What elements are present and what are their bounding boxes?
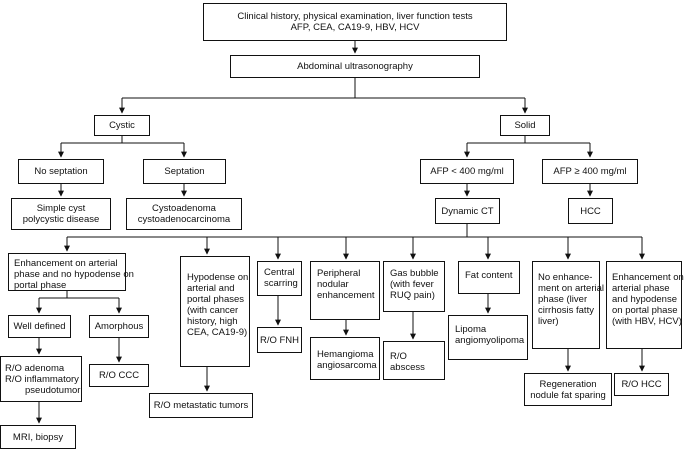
node-hypodense: Hypodense on arterial and portal phases … — [180, 256, 250, 367]
node-amorphous: Amorphous — [89, 315, 149, 338]
node-ro-metastatic-label: R/O metastatic tumors — [153, 400, 249, 411]
node-enhancement-arterial-line-1: Enhancement on arterial — [14, 258, 118, 269]
node-enhancement-hypodense-line-5: (with HBV, HCV) — [612, 316, 682, 327]
node-ro-adenoma: R/O adenoma R/O inflammatory pseudotumor — [0, 356, 82, 402]
node-enhancement-arterial-line-2: phase and no hypodense on — [14, 269, 134, 280]
node-enhancement-hypodense-line-4: on portal phase — [612, 305, 678, 316]
node-afp-high: AFP ≥ 400 mg/ml — [542, 159, 638, 184]
node-no-enhancement-line-5: liver) — [538, 316, 559, 327]
node-ro-adenoma-line-2: R/O inflammatory — [5, 373, 79, 385]
node-enhancement-hypodense: Enhancement on arterial phase and hypode… — [606, 261, 684, 349]
node-hypodense-line-5: history, high — [187, 316, 238, 327]
node-hemangioma-line-2: angiosarcoma — [317, 360, 377, 371]
node-no-enhancement-line-4: cirrhosis fatty — [538, 305, 594, 316]
node-peripheral-enhancement-line-1: Peripheral — [317, 268, 361, 279]
node-ro-abscess-line-1: R/O — [390, 351, 407, 362]
node-hypodense-line-3: portal phases — [187, 294, 245, 305]
node-regeneration-line-2: nodule fat sparing — [530, 389, 606, 401]
node-lipoma-line-1: Lipoma — [455, 324, 487, 335]
node-well-defined: Well defined — [8, 315, 71, 338]
node-central-scarring-line-1: Central — [264, 267, 295, 278]
node-central-scarring: Central scarring — [257, 261, 302, 296]
node-afp-low: AFP < 400 mg/ml — [420, 159, 514, 184]
node-hcc-label: HCC — [580, 205, 601, 217]
node-cystoadenoma-line-2: cystoadenocarcinoma — [137, 214, 231, 225]
node-mri-biopsy-label: MRI, biopsy — [12, 431, 64, 443]
node-lipoma-line-2: angiomyolipoma — [455, 335, 525, 346]
node-no-enhancement: No enhance- ment on arterial phase (live… — [532, 261, 604, 349]
node-fat-content: Fat content — [458, 261, 520, 294]
node-ro-adenoma-line-1: R/O adenoma — [5, 362, 65, 374]
node-no-septation: No septation — [18, 159, 104, 184]
node-amorphous-label: Amorphous — [94, 321, 144, 332]
node-dynamic-ct-label: Dynamic CT — [441, 205, 494, 217]
node-abdominal-ultrasonography: Abdominal ultrasonography — [230, 55, 480, 78]
node-clinical-history-line-2: AFP, CEA, CA19-9, HBV, HCV — [290, 22, 420, 33]
node-peripheral-enhancement-line-2: nodular — [317, 279, 349, 290]
node-ro-ccc: R/O CCC — [89, 364, 149, 387]
node-simple-cyst-line-2: polycystic disease — [22, 214, 100, 225]
node-ro-hcc-label: R/O HCC — [621, 379, 662, 390]
node-cystic-label: Cystic — [109, 120, 135, 131]
node-dynamic-ct: Dynamic CT — [435, 198, 500, 224]
node-simple-cyst: Simple cyst polycystic disease — [11, 198, 111, 230]
node-abdominal-ultrasonography-label: Abdominal ultrasonography — [297, 61, 413, 72]
node-septation-label: Septation — [164, 166, 205, 177]
node-hypodense-line-1: Hypodense on — [187, 272, 249, 283]
node-ro-fnh-label: R/O FNH — [259, 334, 300, 346]
node-enhancement-arterial-line-3: portal phase — [14, 280, 67, 291]
node-simple-cyst-line-1: Simple cyst — [36, 203, 86, 214]
node-enhancement-hypodense-line-3: and hypodense — [612, 294, 677, 305]
node-septation: Septation — [143, 159, 226, 184]
node-cystoadenoma: Cystoadenoma cystoadenocarcinoma — [126, 198, 242, 230]
node-afp-high-label: AFP ≥ 400 mg/ml — [553, 166, 627, 177]
node-ro-abscess: R/O abscess — [383, 341, 445, 380]
node-hcc: HCC — [568, 198, 613, 224]
node-central-scarring-line-2: scarring — [264, 278, 298, 289]
node-regeneration-line-1: Regeneration — [539, 378, 597, 390]
node-gas-bubble-line-1: Gas bubble — [390, 268, 439, 279]
node-ro-ccc-label: R/O CCC — [98, 370, 140, 381]
node-gas-bubble: Gas bubble (with fever RUQ pain) — [383, 261, 445, 312]
node-solid-label: Solid — [514, 120, 536, 131]
node-cystoadenoma-line-1: Cystoadenoma — [152, 203, 216, 214]
node-well-defined-label: Well defined — [13, 321, 66, 332]
node-ro-abscess-line-2: abscess — [390, 362, 425, 373]
node-ro-adenoma-line-3: pseudotumor — [25, 384, 81, 396]
node-ro-fnh: R/O FNH — [257, 327, 302, 353]
node-enhancement-hypodense-line-1: Enhancement on — [612, 272, 684, 283]
node-solid: Solid — [500, 115, 550, 136]
node-enhancement-hypodense-line-2: arterial phase — [612, 283, 670, 294]
node-enhancement-arterial: Enhancement on arterial phase and no hyp… — [8, 253, 134, 291]
node-ro-metastatic: R/O metastatic tumors — [149, 393, 253, 418]
node-hypodense-line-4: (with cancer — [187, 305, 239, 316]
node-hemangioma-line-1: Hemangioma — [317, 349, 374, 360]
node-gas-bubble-line-2: (with fever — [390, 279, 434, 290]
node-mri-biopsy: MRI, biopsy — [0, 425, 76, 449]
node-no-enhancement-line-1: No enhance- — [538, 272, 593, 283]
node-no-enhancement-line-3: phase (liver — [538, 294, 588, 305]
node-hemangioma: Hemangioma angiosarcoma — [310, 337, 380, 380]
node-clinical-history: Clinical history, physical examination, … — [203, 3, 507, 41]
node-no-enhancement-line-2: ment on arterial — [538, 283, 605, 294]
node-fat-content-label: Fat content — [465, 270, 513, 281]
node-no-septation-label: No septation — [34, 166, 88, 177]
node-clinical-history-line-1: Clinical history, physical examination, … — [237, 11, 473, 22]
node-hypodense-line-2: arterial and — [187, 283, 235, 294]
node-cystic: Cystic — [94, 115, 150, 136]
node-gas-bubble-line-3: RUQ pain) — [390, 290, 435, 301]
node-peripheral-enhancement: Peripheral nodular enhancement — [310, 261, 380, 320]
node-peripheral-enhancement-line-3: enhancement — [317, 290, 375, 301]
node-lipoma: Lipoma angiomyolipoma — [448, 315, 528, 360]
node-regeneration: Regeneration nodule fat sparing — [524, 373, 612, 406]
node-afp-low-label: AFP < 400 mg/ml — [430, 166, 504, 177]
node-hypodense-line-6: CEA, CA19-9) — [187, 327, 248, 338]
node-ro-hcc: R/O HCC — [614, 373, 669, 396]
